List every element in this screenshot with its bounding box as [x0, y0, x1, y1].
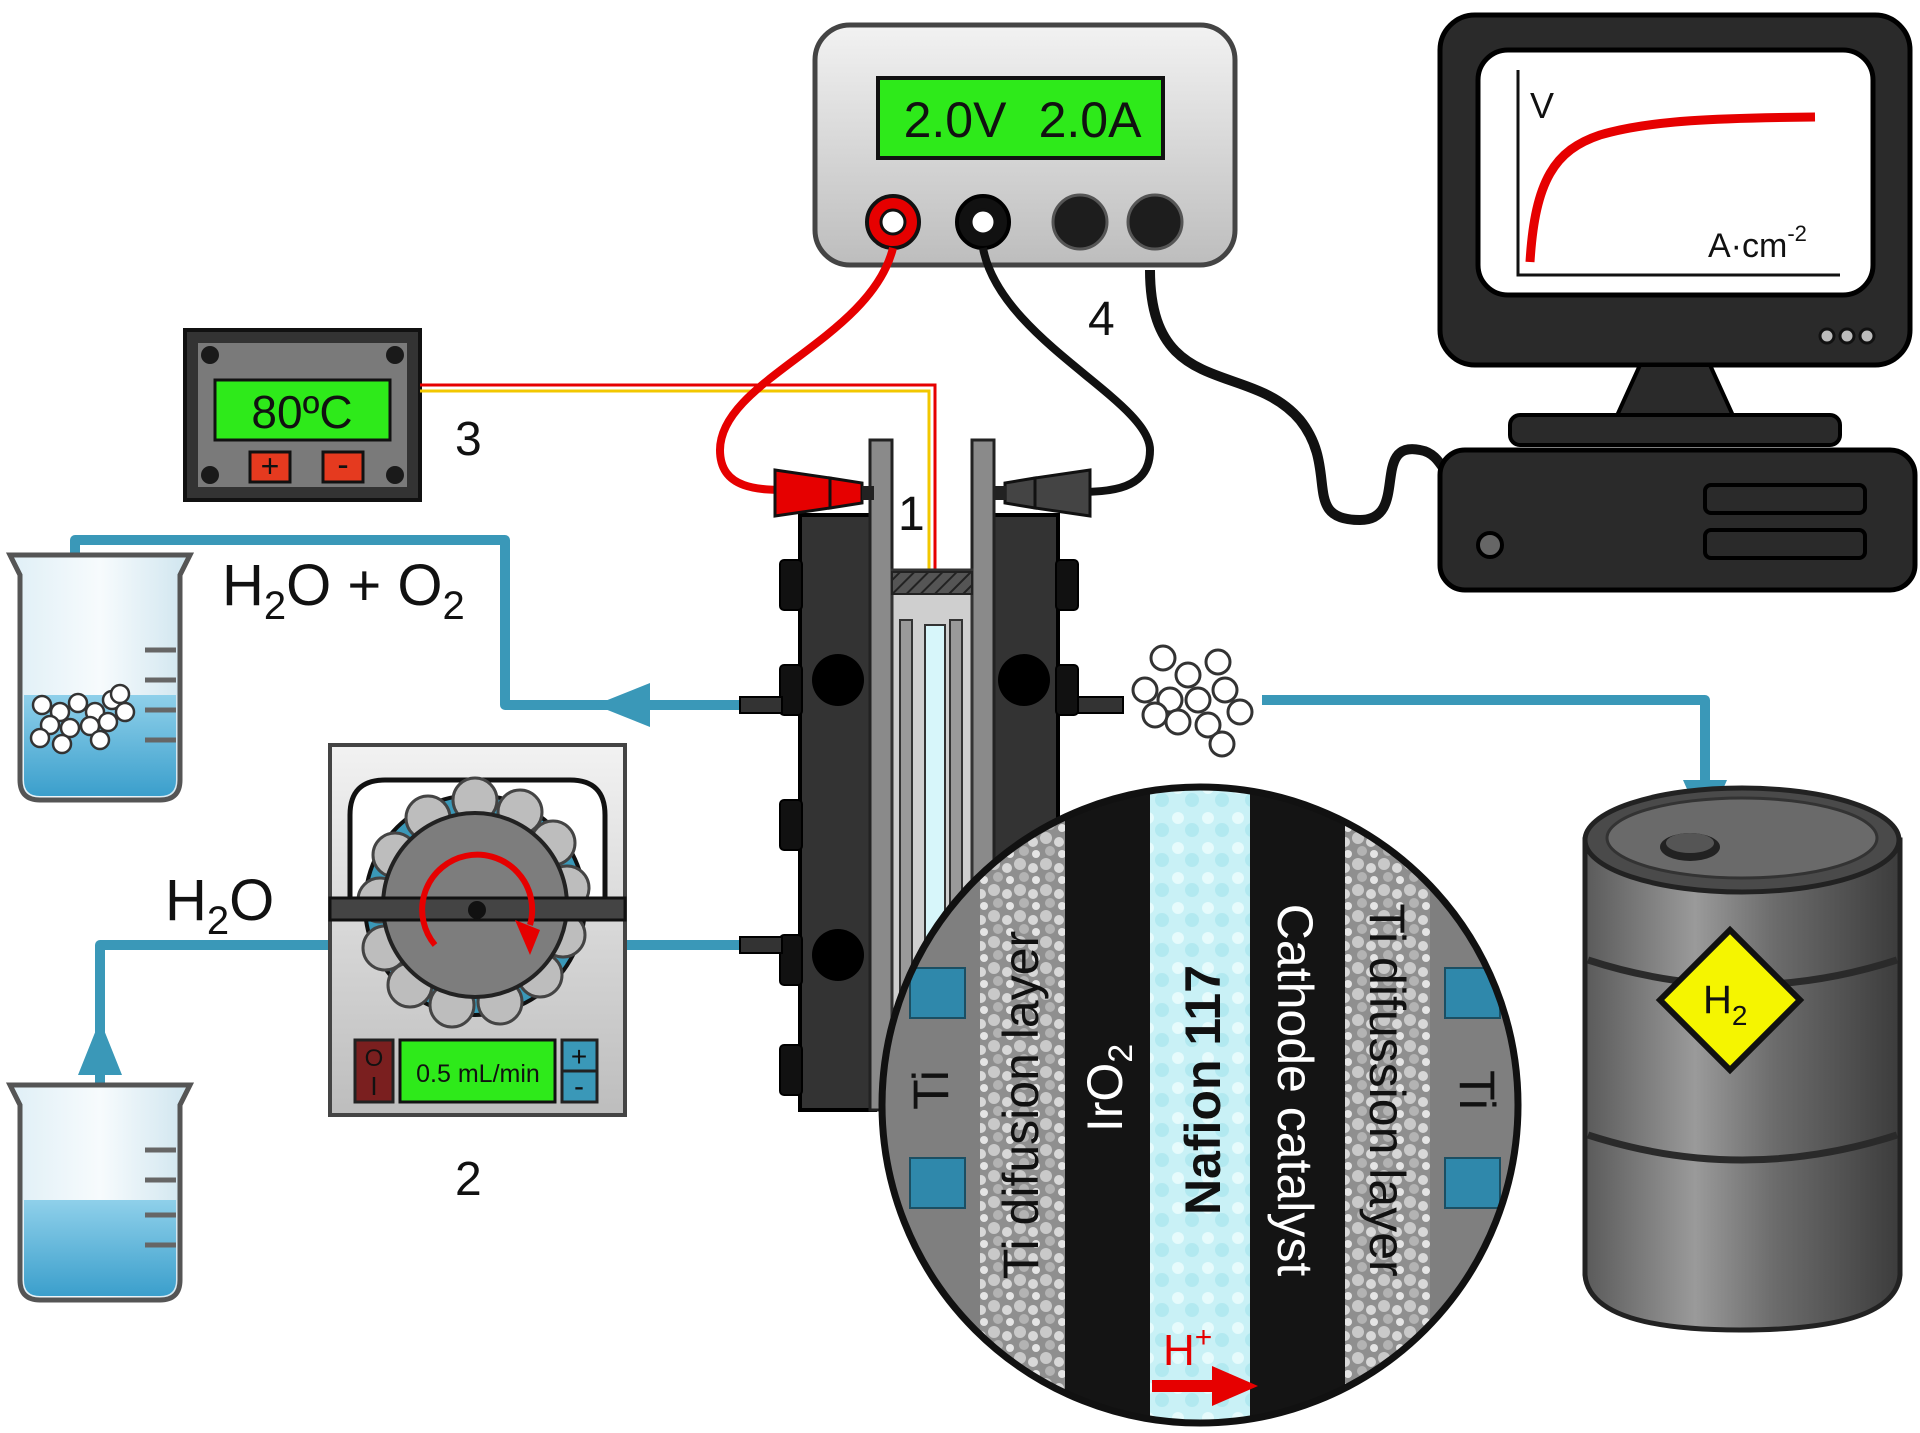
layer-ti-left: Ti: [903, 1070, 959, 1110]
label-number-4: 4: [1088, 293, 1115, 346]
layer-membrane: Nafion 117: [1175, 965, 1231, 1215]
monitor-screen: [1475, 47, 1876, 298]
pump-flow-display: [398, 1038, 557, 1104]
inlet-beaker: [5, 1082, 195, 1303]
plot-xlabel: A·cm-2: [1708, 221, 1807, 265]
hydrogen-tank: H2: [1582, 785, 1903, 1333]
outlet-beaker: [5, 552, 195, 803]
pump-plus-label: +: [571, 1041, 587, 1072]
label-number-1: 1: [898, 488, 925, 541]
power-button[interactable]: [1476, 531, 1504, 559]
pump-flow-value: 0.5 mL/min: [416, 1060, 540, 1088]
temperature-plus-label: +: [261, 448, 280, 484]
thermocouple-wire: [420, 383, 937, 615]
peristaltic-pump: O I 0.5 mL/min + -: [328, 743, 627, 1117]
temperature-minus-button[interactable]: [321, 450, 365, 484]
hydrogen-tube: [1262, 695, 1710, 800]
outlet-flow-arrow: [595, 683, 650, 727]
temperature-controller: 80ºC + -: [183, 328, 422, 502]
inlet-flow-arrow: [78, 1020, 122, 1075]
rotation-arrow-icon: [419, 851, 536, 947]
temperature-display: [213, 378, 392, 442]
data-cable: [1145, 269, 1491, 526]
polarization-curve: [1525, 112, 1816, 263]
black-wire: [979, 247, 1155, 496]
power-supply-voltage: 2.0V: [904, 92, 1008, 148]
temperature-minus-label: -: [337, 446, 348, 484]
tank-label: H2: [1703, 978, 1747, 1031]
pump-minus-button[interactable]: [560, 1069, 599, 1104]
positive-terminal[interactable]: [865, 194, 921, 250]
layer-ti-right: Ti: [1449, 1070, 1505, 1110]
proton-arrow-head: [1212, 1366, 1258, 1406]
pump-minus-label: -: [574, 1070, 584, 1103]
power-supply-knob-1[interactable]: [1051, 193, 1109, 251]
left-channel-bottom: [909, 1157, 966, 1209]
inlet-flow-label: H2O: [165, 868, 274, 943]
layer-anode: IrO2: [1077, 1044, 1140, 1132]
hydrogen-bubbles: [1131, 644, 1254, 758]
proton-arrow-shaft: [1152, 1380, 1217, 1392]
temperature-plus-button[interactable]: [248, 450, 292, 484]
pump-power-off-label: I: [370, 1071, 377, 1101]
outlet-flow-label: H2O + O2: [222, 553, 465, 628]
plot-axes: [1516, 70, 1840, 277]
power-supply-current: 2.0A: [1039, 92, 1143, 148]
pump-power-on-label: O: [365, 1045, 384, 1072]
disk-drive-2: [1703, 528, 1867, 560]
oxygen-bubbles: [29, 683, 136, 755]
computer-tower: [1437, 447, 1918, 593]
layer-cathode: Cathode catalyst: [1267, 904, 1323, 1277]
mea-zoom-view: Ti Ti difusion layer IrO2 Nafion 117 Cat…: [878, 783, 1522, 1427]
label-number-2: 2: [455, 1153, 482, 1206]
right-channel-bottom: [1444, 1157, 1501, 1209]
pump-power-switch[interactable]: [353, 1038, 395, 1104]
black-clamp[interactable]: [994, 468, 1092, 518]
power-supply-display: [876, 76, 1165, 160]
negative-terminal[interactable]: [955, 194, 1011, 250]
layer-ti-diffusion-right: Ti difussion layer: [1359, 903, 1415, 1276]
layer-ti-diffusion-left: Ti difusion layer: [993, 931, 1049, 1279]
polarization-plot: V A·cm-2: [1516, 70, 1840, 277]
red-wire: [715, 247, 897, 494]
red-clamp[interactable]: [773, 468, 874, 518]
left-channel-top: [909, 967, 966, 1019]
power-supply-knob-2[interactable]: [1126, 193, 1184, 251]
pump-plus-button[interactable]: [560, 1038, 599, 1073]
disk-drive-1: [1703, 483, 1867, 515]
monitor-buttons: [1818, 327, 1876, 345]
proton-label: H+: [1163, 1321, 1212, 1375]
power-supply: 2.0V 2.0A: [812, 22, 1238, 268]
computer: [1437, 12, 1918, 593]
temperature-value: 80ºC: [251, 386, 352, 438]
plot-ylabel: V: [1530, 85, 1554, 126]
hazard-diamond: [1655, 925, 1805, 1075]
label-number-3: 3: [455, 413, 482, 466]
